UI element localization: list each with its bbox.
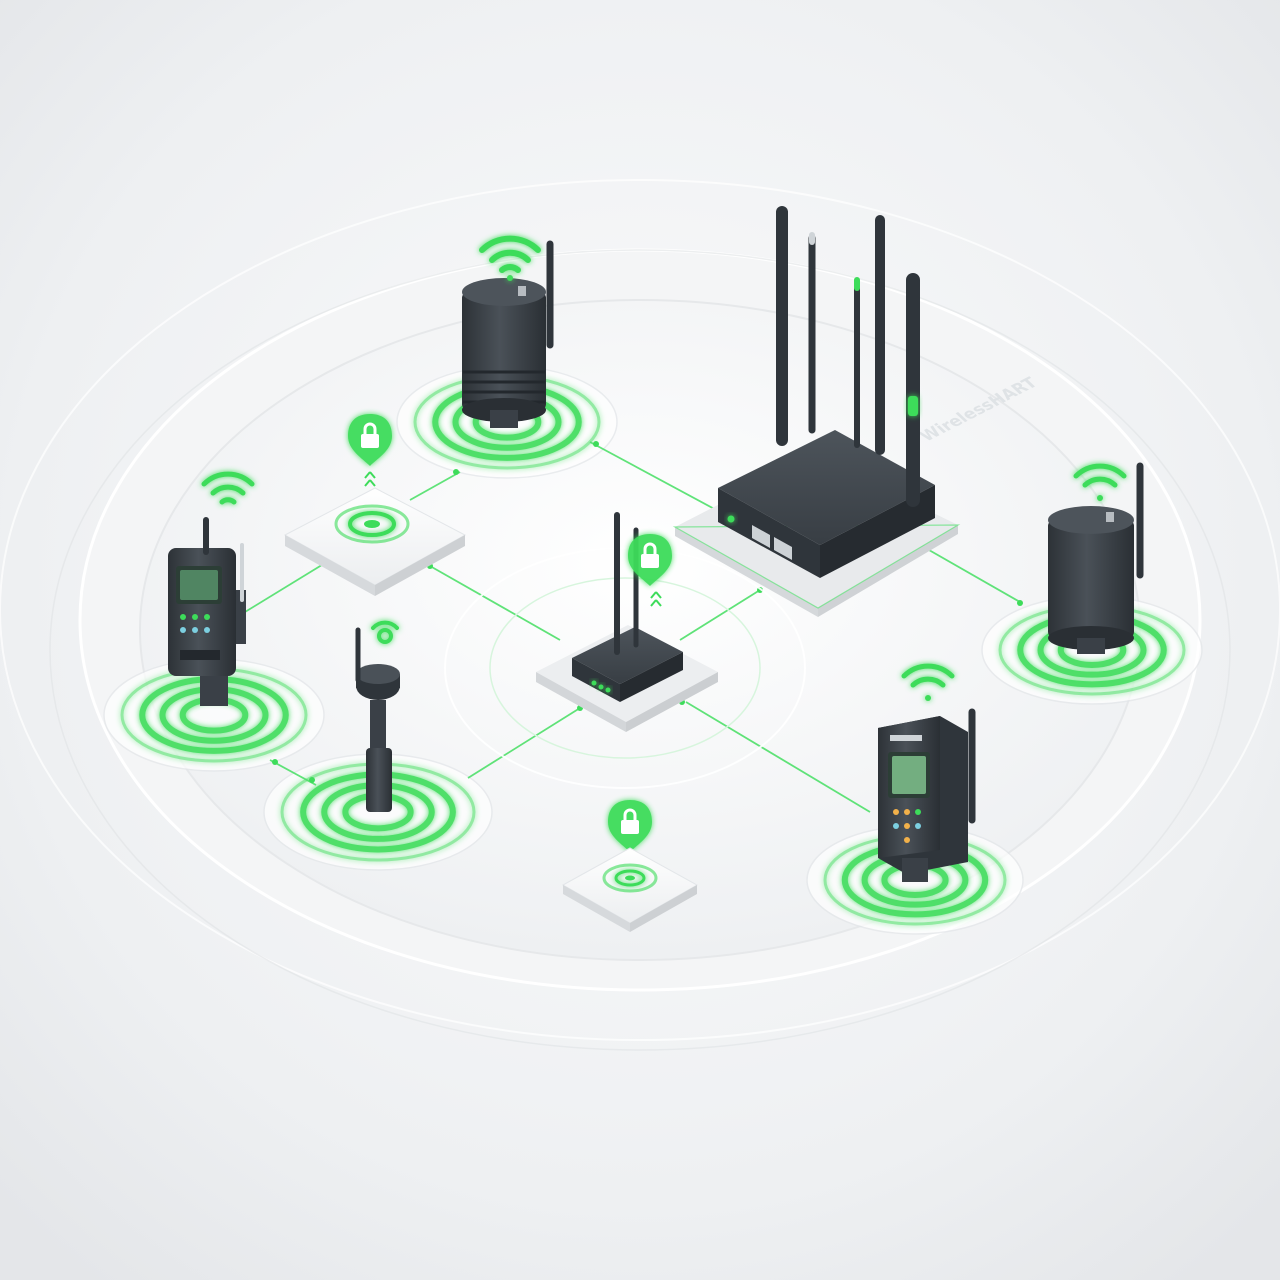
repeater-halo <box>444 547 806 789</box>
gateway-top <box>718 430 935 545</box>
wifi-icon <box>479 235 541 281</box>
wifi-icon <box>201 471 255 505</box>
lock-badge-bottom <box>608 800 652 852</box>
wifi-icon <box>371 620 399 644</box>
wifi-icon <box>1073 463 1127 501</box>
lock-badge-center <box>628 534 672 607</box>
repeater-node[interactable] <box>536 512 718 732</box>
lock-icon <box>621 820 639 834</box>
gateway-status-led <box>727 515 735 523</box>
handheld-right-node[interactable] <box>878 663 976 882</box>
security-pad-1[interactable] <box>283 487 467 596</box>
security-pad-2[interactable] <box>561 847 699 932</box>
lock-badge-top <box>348 414 392 487</box>
handheld-right-label <box>890 735 922 741</box>
lock-icon <box>641 554 659 568</box>
wifi-icon <box>901 663 955 701</box>
gateway-front <box>718 488 820 578</box>
gateway-side <box>820 485 935 578</box>
handheld-left-label <box>180 650 220 660</box>
probe-node[interactable] <box>355 620 400 812</box>
gateway-antennas <box>776 206 920 507</box>
handheld-left-node[interactable] <box>168 471 255 706</box>
gateway-node[interactable]: WirelessHART <box>672 206 1042 617</box>
sensor-top-node[interactable] <box>462 235 554 428</box>
sensor-right-node[interactable] <box>1048 462 1144 654</box>
lock-icon <box>361 434 379 448</box>
mesh-links <box>244 441 1021 813</box>
